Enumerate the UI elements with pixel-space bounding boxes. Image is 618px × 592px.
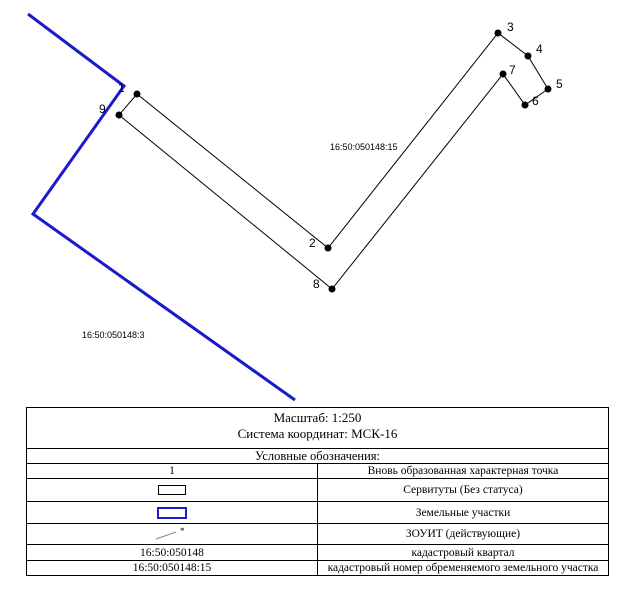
point-7 bbox=[499, 70, 507, 78]
coordinate-system-label: Система координат: МСК-16 bbox=[237, 426, 398, 441]
point-label-9: 9 bbox=[99, 102, 106, 116]
legend-desc-land-parcels: Земельные участки bbox=[317, 501, 609, 524]
characteristic-points bbox=[115, 29, 552, 293]
point-label-5: 5 bbox=[556, 77, 563, 91]
servitude-parcel-label: 16:50:050148:15 bbox=[330, 142, 398, 152]
legend-row-land-parcels: Земельные участки bbox=[26, 501, 609, 524]
point-label-3: 3 bbox=[507, 20, 514, 34]
legend-symbol-cadastral-number: 16:50:050148:15 bbox=[26, 560, 318, 576]
point-4 bbox=[524, 52, 532, 60]
point-1 bbox=[133, 90, 141, 98]
map-canvas: 1 2 3 4 5 6 7 8 9 16:50:050148:15 16:50:… bbox=[27, 12, 563, 402]
legend-desc-new-point: Вновь образованная характерная точка bbox=[317, 463, 609, 479]
legend-symbol-zouit: * bbox=[26, 523, 318, 545]
legend-desc-servitude: Сервитуты (Без статуса) bbox=[317, 478, 609, 502]
legend-symbol-land-parcels bbox=[26, 501, 318, 524]
legend-row-quarter: 16:50:050148 кадастровый квартал bbox=[26, 544, 609, 561]
point-3 bbox=[494, 29, 502, 37]
legend-symbol-quarter: 16:50:050148 bbox=[26, 544, 318, 561]
land-parcel-boundary bbox=[27, 12, 296, 402]
point-label-7: 7 bbox=[509, 63, 516, 77]
servitude-symbol-icon bbox=[158, 485, 186, 496]
legend-row-new-point: 1 Вновь образованная характерная точка bbox=[26, 463, 609, 479]
point-5 bbox=[544, 85, 552, 93]
legend-title: Условные обозначения: bbox=[26, 448, 609, 464]
legend-row-cadastral-number: 16:50:050148:15 кадастровый номер обреме… bbox=[26, 560, 609, 576]
legend-desc-quarter: кадастровый квартал bbox=[317, 544, 609, 561]
point-label-6: 6 bbox=[532, 94, 539, 108]
point-label-4: 4 bbox=[536, 42, 543, 56]
point-label-2: 2 bbox=[309, 236, 316, 250]
point-8 bbox=[328, 285, 336, 293]
point-9 bbox=[115, 111, 123, 119]
neighbor-parcel-label: 16:50:050148:3 bbox=[82, 330, 145, 340]
legend-row-zouit: * ЗОУИТ (действующие) bbox=[26, 523, 609, 545]
legend-symbol-point-number: 1 bbox=[26, 463, 318, 479]
zouit-line-icon: * bbox=[155, 526, 185, 540]
legend-table: Масштаб: 1:250 Система координат: МСК-16… bbox=[26, 407, 609, 576]
scale-label: Масштаб: 1:250 bbox=[273, 410, 362, 425]
legend-header: Масштаб: 1:250 Система координат: МСК-16 bbox=[26, 407, 609, 449]
point-2 bbox=[324, 244, 332, 252]
legend-row-servitude: Сервитуты (Без статуса) bbox=[26, 478, 609, 502]
legend-desc-cadastral-number: кадастровый номер обременяемого земельно… bbox=[317, 560, 609, 576]
servitude-outline bbox=[118, 32, 549, 290]
point-6 bbox=[521, 101, 529, 109]
point-label-1: 1 bbox=[118, 81, 125, 95]
point-label-8: 8 bbox=[313, 277, 320, 291]
legend-desc-zouit: ЗОУИТ (действующие) bbox=[317, 523, 609, 545]
land-parcel-symbol-icon bbox=[157, 506, 187, 519]
legend-symbol-servitude bbox=[26, 478, 318, 502]
zouit-asterisk: * bbox=[180, 526, 185, 536]
